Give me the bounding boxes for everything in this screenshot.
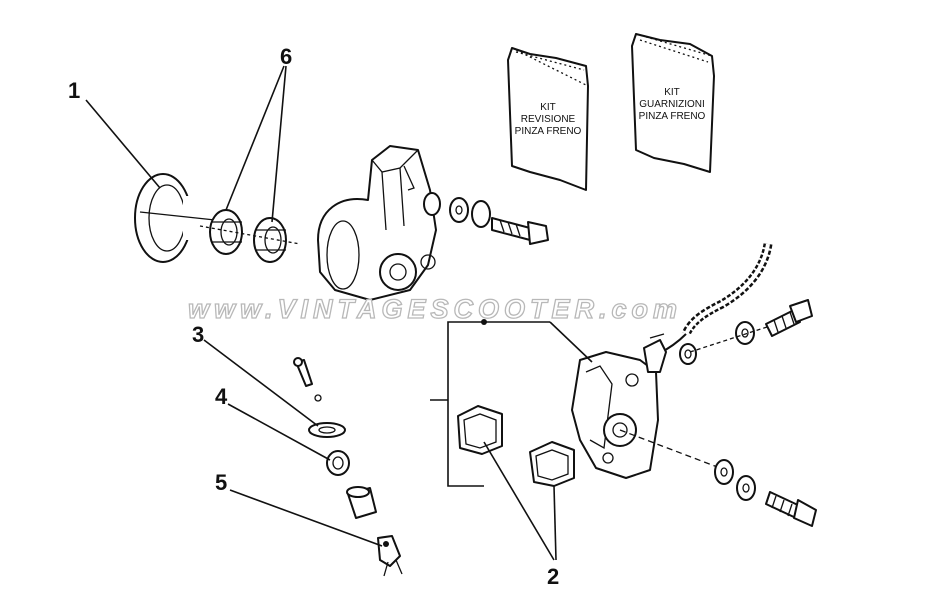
watermark: www.VINTAGESCOOTER.com (188, 294, 682, 324)
caliper-bracket (317, 145, 437, 301)
kit-1-line1: KIT (540, 102, 556, 113)
bearing-right (253, 217, 287, 263)
kit-2-line3: PINZA FRENO (639, 111, 706, 122)
callout-3: 3 (192, 322, 204, 347)
group-bracket (430, 319, 593, 487)
callout-2: 2 (547, 564, 559, 589)
banjo-bolt-assembly (689, 299, 813, 353)
callout-6: 6 (280, 44, 292, 69)
leader-lines (85, 65, 557, 561)
kit-bag-guarnizioni: KIT GUARNIZIONI PINZA FRENO (631, 33, 715, 173)
caliper-body (571, 333, 721, 479)
callout-4: 4 (215, 384, 228, 409)
brake-pad-upper (457, 405, 503, 455)
kit-2-line2: GUARNIZIONI (639, 99, 705, 110)
callout-5: 5 (215, 470, 227, 495)
bearing-left (209, 209, 243, 255)
connector (377, 535, 403, 577)
callout-1: 1 (68, 78, 80, 103)
upper-bolt-assembly (423, 192, 549, 245)
kit-bag-revisione: KIT REVISIONE PINZA FRENO (507, 47, 589, 191)
lower-bolt-assembly (714, 459, 817, 527)
seal-ring (134, 173, 216, 263)
brake-pad-lower (529, 441, 575, 487)
kit-1-line3: PINZA FRENO (515, 126, 582, 137)
dust-cap (326, 450, 350, 476)
bleed-screw (293, 357, 322, 402)
kit-2-line1: KIT (664, 87, 680, 98)
spring-clip (308, 422, 346, 438)
piston (346, 486, 377, 519)
kit-1-line2: REVISIONE (521, 114, 576, 125)
